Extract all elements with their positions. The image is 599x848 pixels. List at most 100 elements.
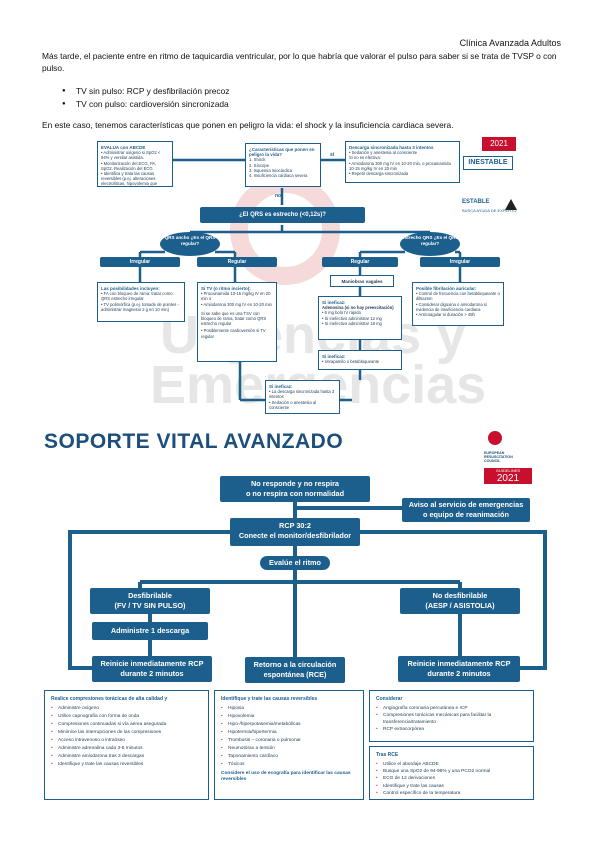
list-item-text: Utilice el abordaje ABCDE bbox=[383, 762, 439, 767]
sva-start-l2: o no respira con normalidad bbox=[245, 489, 345, 498]
list-item-text: Acceso intravenoso o intraóseo bbox=[58, 738, 125, 743]
qrs-estrecho-bubble: Estrecho QRS ¿Es el QRS regular? bbox=[400, 232, 460, 256]
list-item: ECG de 12 derivaciones bbox=[376, 775, 527, 782]
list-item-text: Hipo-/hiperpotasemia/metabólicas bbox=[228, 722, 301, 727]
list-item-text: Identifique y trate las causas reversibl… bbox=[58, 762, 144, 767]
list-item-text: Identifique y trate las causas bbox=[383, 783, 444, 789]
list-item-text: Taponamiento cardíaco bbox=[228, 754, 278, 759]
list-item-text: Utilice capnografía con forma de onda bbox=[58, 714, 140, 719]
sva-start-l1: No responde y no respira bbox=[251, 479, 339, 488]
list-item-text: Administre amiodarona tras 3 descargas bbox=[58, 754, 145, 759]
sva-col3a-box: Considerar Angiografía coronaria percutá… bbox=[369, 690, 534, 742]
sva-col2-title: Identifique y trate las causas reversibl… bbox=[221, 696, 318, 702]
sva-rcp-l1: RCP 30:2 bbox=[279, 521, 311, 530]
sva-evalua-box: Evalúe el ritmo bbox=[260, 556, 330, 570]
box-a-title: Las posibilidades incluyen: bbox=[101, 286, 160, 291]
sva-desfibrilable-box: Desfibrilable (FV / TV SIN PULSO) bbox=[90, 588, 210, 614]
box-c-item: • 6 mg bolo IV rápido bbox=[322, 310, 361, 316]
sva-reinicie-right-box: Reinicie inmediatamente RCP durante 2 mi… bbox=[398, 656, 520, 682]
box-c-item: Adenosina (si no hay preexcitación) bbox=[322, 305, 394, 311]
erc-logo-icon bbox=[488, 431, 502, 446]
ancho-regular-box: Si TV (o ritmo incierto): • Procainamida… bbox=[197, 282, 277, 362]
sva-rce-l2: espontánea (RCE) bbox=[263, 670, 327, 679]
box-c-title: Si ineficaz: bbox=[322, 300, 346, 305]
year-badge: 2021 bbox=[482, 137, 516, 151]
sva-aviso-l1: Aviso al servicio de emergencias bbox=[408, 500, 524, 509]
no-label: no bbox=[275, 193, 282, 199]
question-item: 4. Insuficiencia cardiaca severa bbox=[249, 173, 308, 179]
sva-reinicie-l2: durante 2 minutos bbox=[427, 669, 491, 678]
desc-item: • Amiodarona 300 mg IV en 10-20 min, o p… bbox=[349, 160, 451, 171]
list-item: Administre amiodarona tras 3 descargas bbox=[51, 753, 202, 761]
list-item-text: Tóxicos bbox=[228, 762, 245, 767]
box-f-item: • Sedación o anestesia al consciente bbox=[269, 399, 317, 410]
sva-reinicie-left-box: Reinicie inmediatamente RCP durante 2 mi… bbox=[92, 656, 212, 682]
list-item: Tóxicos bbox=[221, 761, 357, 769]
sva-reinicie-l1: Reinicie inmediatamente RCP bbox=[407, 659, 511, 668]
question-title: ¿Características que ponen en peligro la… bbox=[249, 147, 315, 158]
question-box: ¿Características que ponen en peligro la… bbox=[245, 143, 321, 187]
estable-note: BUSCA AYUDA DE EXPERTO bbox=[462, 208, 517, 213]
verapamilo-box: Si ineficaz: • Verapamilo o betabloquean… bbox=[318, 350, 402, 370]
sincronizada-box: Si ineficaz: • La descarga sincronizada … bbox=[265, 380, 340, 414]
list-item: Trombosis – coronaria o pulmonar bbox=[221, 737, 357, 745]
adenosina-box: Si ineficaz: Adenosina (si no hay preexc… bbox=[318, 296, 402, 340]
qrs-ancho-bubble: QRS ancho ¿Es el QRS regular? bbox=[160, 232, 220, 256]
list-item-text: Compresiones torácicas mecánicas para fa… bbox=[383, 713, 492, 725]
sva-col2-box: Identifique y trate las causas reversibl… bbox=[214, 690, 364, 800]
sva-title: SOPORTE VITAL AVANZADO bbox=[44, 430, 344, 453]
box-a-item: • FA con bloqueo de rama: tratar como QR… bbox=[101, 291, 173, 302]
sva-aviso-l2: o equipo de reanimación bbox=[423, 510, 509, 519]
qrs-question: ¿El QRS es estrecho (<0,12s)? bbox=[200, 207, 365, 223]
box-c-item: • Si inefectivo administrar 18 mg bbox=[322, 320, 382, 326]
sva-col3b-box: Tras RCE Utilice el abordaje ABCDE Busqu… bbox=[369, 746, 534, 800]
box-e-item: • Verapamilo o betabloqueante bbox=[322, 359, 380, 365]
question-item: 2. Síncope bbox=[249, 162, 270, 168]
box-e-title: Si ineficaz: bbox=[322, 354, 346, 359]
list-item-text: Minimice las interrupciones de las compr… bbox=[58, 730, 162, 735]
list-item: Hipo-/hiperpotasemia/metabólicas bbox=[221, 721, 357, 729]
box-a-item: • TV polimórfica (p.ej. torsade de point… bbox=[101, 301, 179, 312]
intro-line2: En este caso, tenemos características qu… bbox=[42, 120, 454, 130]
eval-box: EVALUA con ABCDE • Administrar oxígeno s… bbox=[97, 141, 173, 187]
bullet-item: TV con pulso: cardioversión sincronizada bbox=[62, 98, 229, 111]
eval-item: • Monitorización del ECG, PA, SpO2. Real… bbox=[101, 160, 157, 171]
box-b-title: Si TV (o ritmo incierto): bbox=[201, 286, 251, 291]
list-item: Minimice las interrupciones de las compr… bbox=[51, 729, 202, 737]
descarga-box: Descarga sincronizada hasta 3 intentos •… bbox=[345, 141, 460, 183]
list-item: Angiografía coronaria percutánea e ICP bbox=[376, 705, 527, 712]
list-item: Compresiones continuadas si vía aérea as… bbox=[51, 721, 202, 729]
sva-rcp-l2: Conecte el monitor/desfibrilador bbox=[238, 531, 352, 540]
vagal-box: Maniobras vagales bbox=[330, 275, 394, 287]
list-item-text: Hipoxia bbox=[228, 706, 244, 711]
eval-item: • Administrar oxígeno si SpO2 < 94% y ve… bbox=[101, 150, 161, 161]
box-d-item: • Anticoagular si duración > 48h bbox=[416, 312, 475, 318]
sva-col3b-title: Tras RCE bbox=[376, 752, 399, 758]
sva-col1-box: Realice compresiones torácicas de alta c… bbox=[44, 690, 209, 800]
sva-col3b-list: Utilice el abordaje ABCDE Busque una SpO… bbox=[376, 761, 527, 797]
inestable-label: INESTABLE bbox=[463, 156, 513, 170]
erc-logo-org: EUROPEAN RESUSCITATION COUNCIL bbox=[484, 450, 513, 463]
irregular-pill: Irregular bbox=[100, 257, 180, 267]
list-item: Hipotermia/hipertermia bbox=[221, 729, 357, 737]
box-d-item: • Considerar digoxina o amiodarona si ev… bbox=[416, 301, 487, 312]
sva-start-box: No responde y no respira o no respira co… bbox=[220, 476, 370, 502]
sva-nodesf-l1: No desfibrilable bbox=[432, 591, 488, 600]
list-item-text: Administre oxígeno bbox=[58, 706, 100, 711]
list-item-text: Angiografía coronaria percutánea e ICP bbox=[383, 706, 468, 711]
list-item: Busque una SpO2 de 94-98% y una PCO2 nor… bbox=[376, 768, 527, 775]
estable-label: ESTABLE bbox=[462, 199, 490, 205]
box-d-title: Posible fibrilación auricular: bbox=[416, 286, 477, 291]
fa-box: Posible fibrilación auricular: • Control… bbox=[412, 282, 504, 326]
regular-pill: Regular bbox=[197, 257, 277, 267]
sva-rce-box: Retorno a la circulación espontánea (RCE… bbox=[245, 657, 345, 683]
irregular-pill: Irregular bbox=[420, 257, 500, 267]
list-item: Taponamiento cardíaco bbox=[221, 753, 357, 761]
box-d-item: • Control de frecuencia con betabloquean… bbox=[416, 291, 500, 302]
list-item-text: Control específico de la temperatura bbox=[383, 790, 461, 796]
sva-col2-note: Considere el uso de ecografía para ident… bbox=[221, 771, 351, 782]
list-item: Control específico de la temperatura bbox=[376, 790, 527, 797]
sva-nodesf-l2: (AESP / ASISTOLIA) bbox=[425, 601, 495, 610]
